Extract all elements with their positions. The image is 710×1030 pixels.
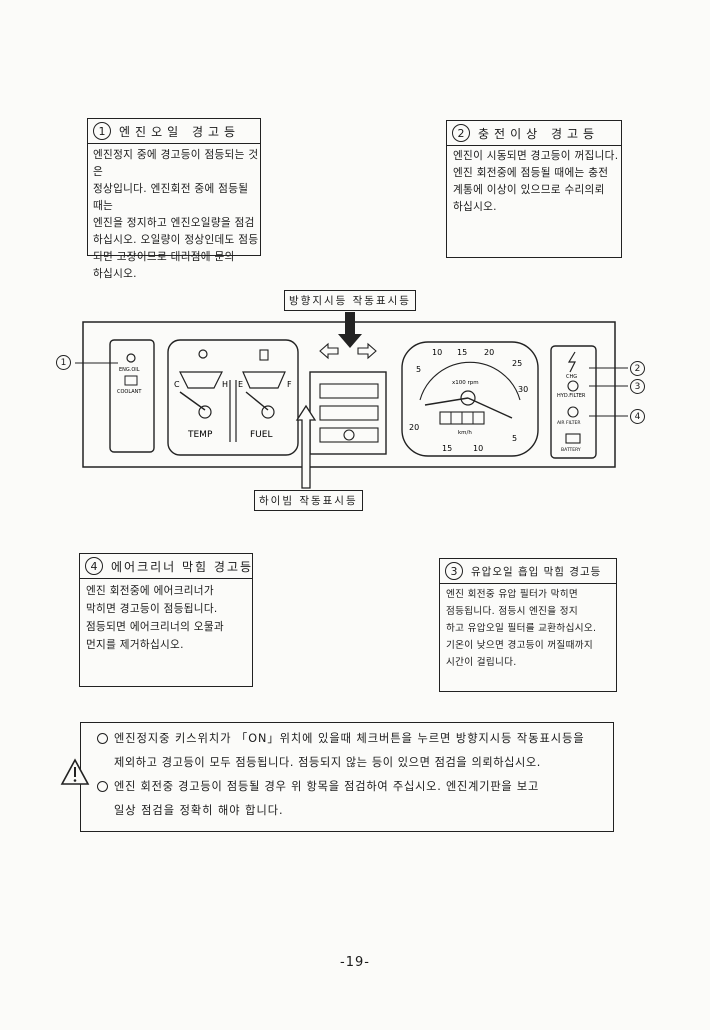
charge-warning-header: 2 충전이상 경고등	[446, 120, 622, 146]
temp-fuel-gauge-housing	[167, 339, 299, 456]
eng-oil-label: ENG.OIL	[119, 367, 140, 373]
tach-tick: 25	[512, 359, 522, 368]
speed-tick: 15	[442, 444, 452, 453]
callout-4: 4	[630, 409, 645, 424]
temp-label: TEMP	[187, 430, 213, 440]
check-button-icon	[343, 429, 355, 441]
tach-needle	[424, 397, 469, 406]
hydraulic-filter-warning-text: 엔진 회전중 유압 필터가 막히면 점등됩니다. 점등시 엔진을 정지 하고 유…	[446, 589, 597, 668]
hydraulic-filter-warning-header: 3 유압오일 흡입 막힘 경고등	[439, 558, 617, 584]
temp-h-label: H	[222, 380, 228, 389]
turn-signal-pointer-icon	[338, 312, 362, 348]
temp-c-label: C	[174, 380, 180, 389]
fuel-icon	[259, 349, 269, 361]
warning-triangle-icon	[60, 758, 90, 785]
air-cleaner-warning-title: 에어크리너 막힘 경고등	[111, 559, 254, 574]
air-filter-label: AIR FILTER	[557, 420, 580, 426]
battery-label: BATTERY	[561, 447, 581, 453]
instrument-panel-diagram: ENG.OIL COOLANT C H TEMP E F FUEL 10 15 …	[75, 312, 628, 489]
air-cleaner-warning-header: 4 에어크리너 막힘 경고등	[79, 553, 253, 579]
notice-line-4: 일상 점검을 정확히 해야 합니다.	[114, 804, 284, 817]
speed-tick: 5	[512, 434, 517, 443]
high-beam-indicator-label: 하이빔 작동표시등	[254, 490, 363, 511]
tach-tick: 30	[518, 385, 528, 394]
notice-line-2: 제외하고 경고등이 모두 점등됩니다. 점등되지 않는 등이 있으면 점검을 의…	[114, 756, 541, 769]
tach-tick: 10	[432, 348, 442, 357]
fuel-e-label: E	[238, 380, 243, 389]
notice-line-3: 엔진 회전중 경고등이 점등될 경우 위 항목을 점검하여 주십시오. 엔진계기…	[114, 780, 540, 793]
hyd-filter-label: HYD.FILTER	[557, 393, 586, 399]
section-number: 2	[452, 124, 470, 142]
section-number: 3	[445, 562, 463, 580]
right-turn-arrow-icon	[357, 342, 377, 360]
coolant-label: COOLANT	[117, 389, 142, 395]
charge-warning-title: 충전이상 경고등	[478, 126, 600, 141]
speed-tick: 20	[409, 423, 419, 432]
left-turn-arrow-icon	[319, 342, 339, 360]
tach-tick: 15	[457, 348, 467, 357]
charge-icon	[567, 351, 576, 373]
battery-icon	[565, 433, 581, 444]
hyd-filter-icon	[567, 380, 579, 392]
air-filter-icon	[567, 406, 579, 418]
turn-signal-indicator-label: 방향지시등 작동표시등	[284, 290, 416, 311]
bullet-icon	[97, 781, 108, 792]
notice-line-1: 엔진정지중 키스위치가 「ON」위치에 있을때 체크버튼을 누르면 방향지시등 …	[114, 732, 585, 745]
high-beam-pointer-icon	[295, 404, 317, 489]
callout-1: 1	[56, 355, 71, 370]
tach-tick: 20	[484, 348, 494, 357]
right-indicator-strip	[550, 345, 597, 459]
tachometer-housing	[401, 341, 539, 457]
speed-needle	[467, 397, 513, 419]
speed-tick: 10	[473, 444, 483, 453]
fuel-label: FUEL	[250, 430, 272, 440]
fuel-f-label: F	[287, 380, 292, 389]
rpm-label: x100 rpm	[452, 380, 479, 386]
callout-3: 3	[630, 379, 645, 394]
left-indicator-strip	[109, 339, 155, 453]
page-number: -19-	[340, 955, 370, 970]
engine-oil-warning-text: 엔진정지 중에 경고등이 점등되는 것은 정상입니다. 엔진회전 중에 점등될 …	[93, 149, 259, 280]
air-cleaner-warning-text: 엔진 회전중에 에어크리너가 막히면 경고등이 점등됩니다. 점등되면 에어크리…	[86, 585, 224, 651]
coolant-icon	[124, 375, 138, 386]
engine-oil-warning-title: 엔진오일 경고등	[119, 124, 241, 139]
engine-oil-warning-header: 1 엔진오일 경고등	[87, 118, 261, 144]
temp-icon	[198, 349, 208, 359]
charge-warning-text: 엔진이 시동되면 경고등이 꺼집니다. 엔진 회전중에 점등될 때에는 충전 계…	[453, 150, 619, 213]
callout-2: 2	[630, 361, 645, 376]
section-number: 4	[85, 557, 103, 575]
hydraulic-filter-warning-title: 유압오일 흡입 막힘 경고등	[471, 565, 602, 578]
tach-tick: 5	[416, 365, 421, 374]
chg-label: CHG	[566, 374, 577, 380]
bullet-icon	[97, 733, 108, 744]
eng-oil-icon	[126, 353, 136, 363]
section-number: 1	[93, 122, 111, 140]
kmh-label: km/h	[458, 430, 472, 436]
